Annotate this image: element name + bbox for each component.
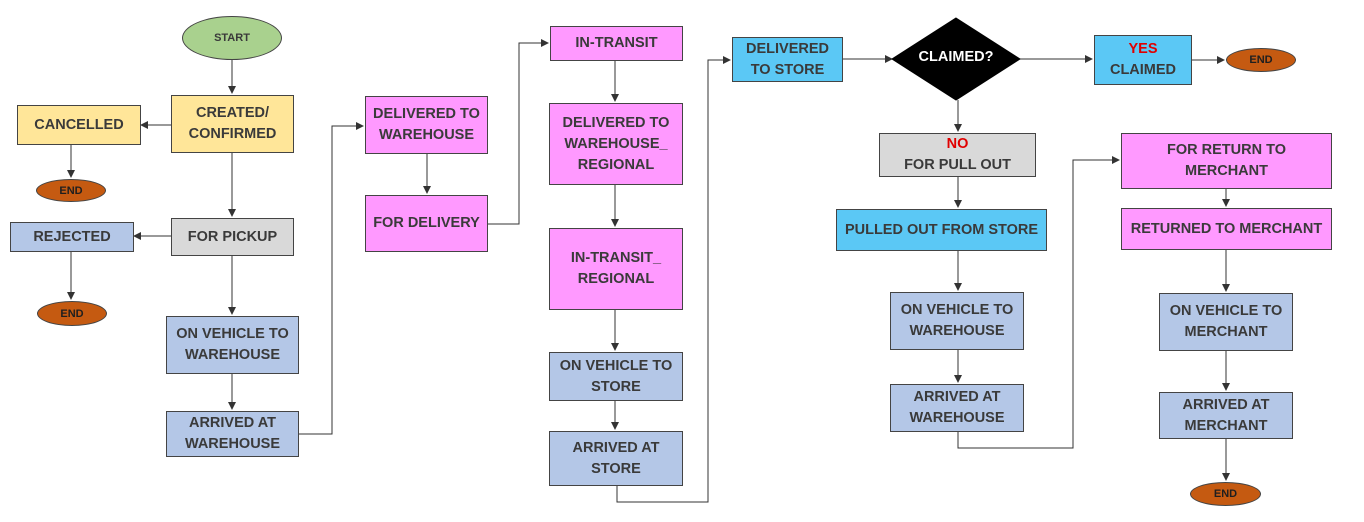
returned-to-merchant-node: RETURNED TO MERCHANT: [1121, 208, 1332, 250]
delivered-to-warehouse-regional-node: DELIVERED TO WAREHOUSE_ REGIONAL: [549, 103, 683, 185]
cancelled-node: CANCELLED: [17, 105, 141, 145]
delivered-to-store-node: DELIVERED TO STORE: [732, 37, 843, 82]
arrived-at-merchant-node: ARRIVED AT MERCHANT: [1159, 392, 1293, 439]
arrived-at-warehouse-2-node: ARRIVED AT WAREHOUSE: [890, 384, 1024, 432]
for-pull-out-label: FOR PULL OUT: [904, 157, 1011, 173]
connector-arrived-delivered-wh: [299, 122, 364, 435]
connector-arrived-store-delivered-store: [616, 56, 731, 503]
connector-arrived-2-forreturn: [957, 156, 1120, 449]
arrived-at-warehouse-node: ARRIVED AT WAREHOUSE: [166, 411, 299, 457]
yes-label: YES: [1128, 41, 1158, 57]
created-confirmed-node: CREATED/ CONFIRMED: [171, 95, 294, 153]
yes-claimed-node: YES CLAIMED: [1094, 35, 1192, 85]
no-label: NO: [946, 136, 969, 152]
end-rejected-node: END: [37, 301, 107, 326]
end-claimed-node: END: [1226, 48, 1296, 72]
claimed-decision-shape: [891, 17, 1021, 101]
end-cancelled-node: END: [36, 179, 106, 202]
on-vehicle-to-store-node: ON VEHICLE TO STORE: [549, 352, 683, 401]
no-for-pull-out-node: NO FOR PULL OUT: [879, 133, 1036, 177]
end-merchant-node: END: [1190, 482, 1261, 506]
claimed-label: CLAIMED: [1109, 62, 1177, 78]
start-node: START: [182, 16, 282, 60]
pulled-out-from-store-node: PULLED OUT FROM STORE: [836, 209, 1047, 251]
on-vehicle-to-merchant-node: ON VEHICLE TO MERCHANT: [1159, 293, 1293, 351]
delivered-to-warehouse-node: DELIVERED TO WAREHOUSE: [365, 96, 488, 154]
claimed-decision-label: CLAIMED?: [918, 49, 994, 65]
arrived-at-store-node: ARRIVED AT STORE: [549, 431, 683, 486]
on-vehicle-to-warehouse-2-node: ON VEHICLE TO WAREHOUSE: [890, 292, 1024, 350]
in-transit-node: IN-TRANSIT: [550, 26, 683, 61]
for-pickup-node: FOR PICKUP: [171, 218, 294, 256]
in-transit-regional-node: IN-TRANSIT_ REGIONAL: [549, 228, 683, 310]
on-vehicle-to-warehouse-node: ON VEHICLE TO WAREHOUSE: [166, 316, 299, 374]
for-return-to-merchant-node: FOR RETURN TO MERCHANT: [1121, 133, 1332, 189]
rejected-node: REJECTED: [10, 222, 134, 252]
connector-fordelivery-intransit: [488, 39, 549, 225]
for-delivery-node: FOR DELIVERY: [365, 195, 488, 252]
